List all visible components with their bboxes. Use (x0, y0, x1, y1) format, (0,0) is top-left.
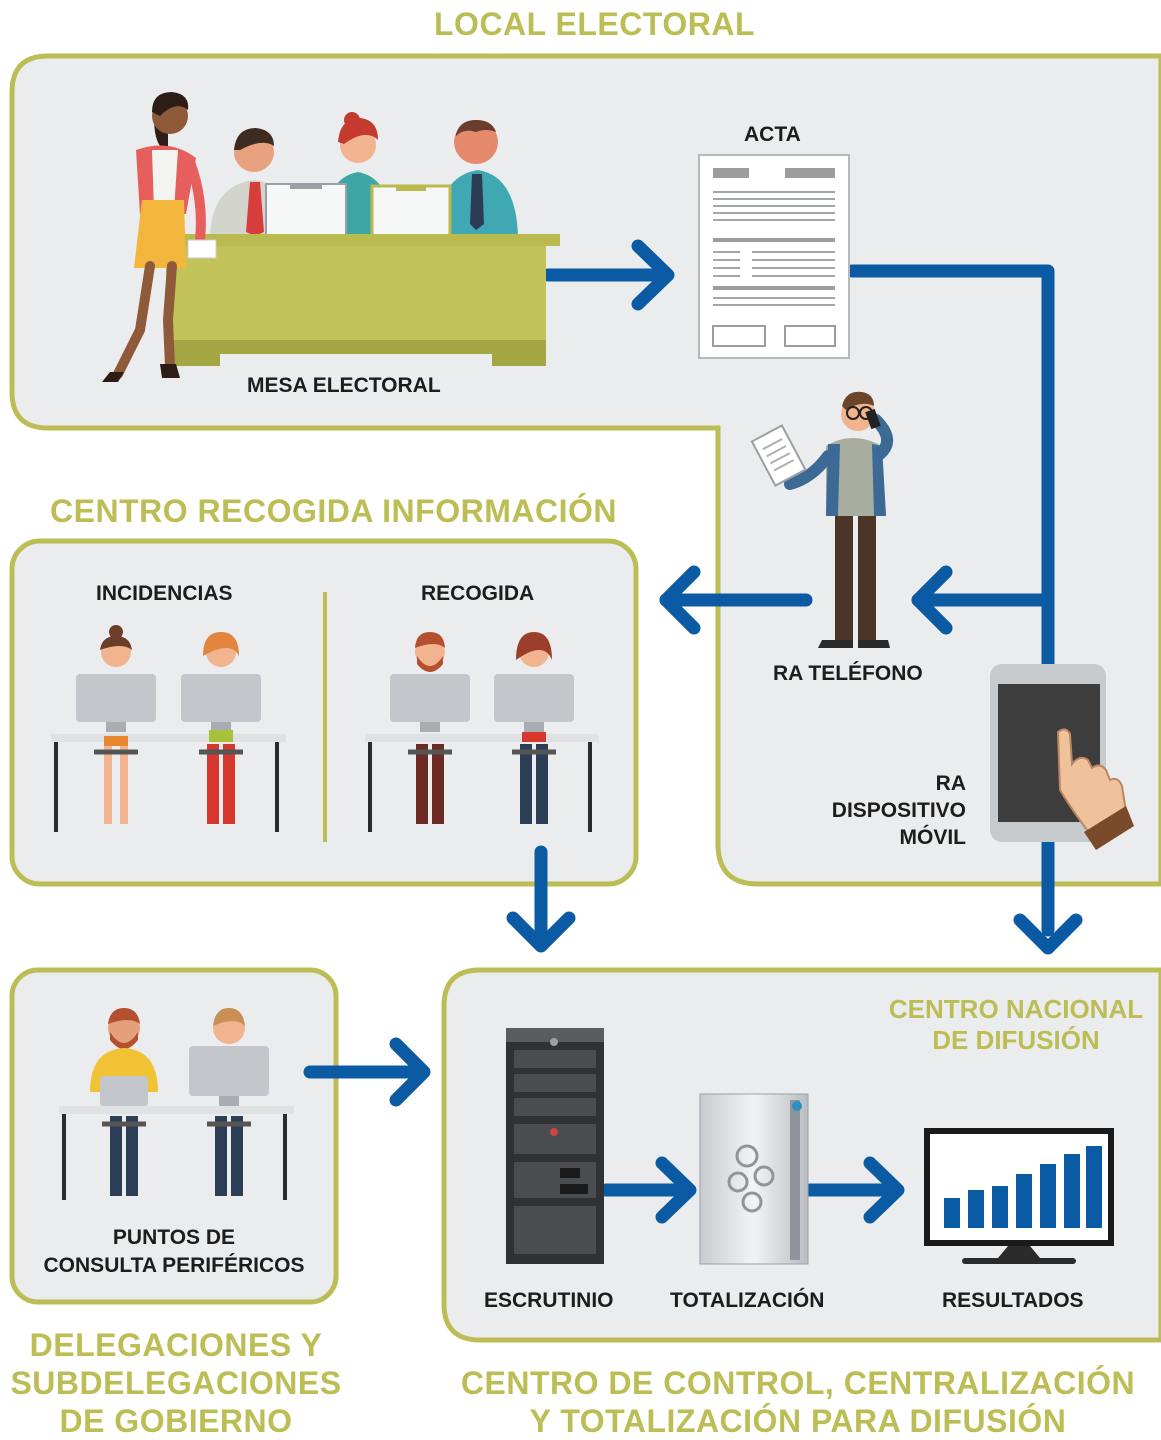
title-centro-nacional-line-1: CENTRO NACIONAL (888, 994, 1144, 1024)
acta-document (698, 154, 850, 359)
arrowhead-totalizacion (655, 1156, 697, 1224)
worker-recogida-2 (469, 632, 599, 832)
label-incidencias: INCIDENCIAS (96, 582, 233, 605)
mesa-electoral-illustration (102, 92, 560, 382)
label-escrutinio: ESCRUTINIO (484, 1289, 614, 1312)
server-rack (506, 1028, 604, 1264)
label-puntos-consulta: PUNTOS DE CONSULTA PERIFÉRICOS (22, 1224, 326, 1280)
label-puntos-consulta-line-1: PUNTOS DE (112, 1226, 236, 1249)
title-centro-recogida: CENTRO RECOGIDA INFORMACIÓN (50, 493, 617, 529)
label-recogida: RECOGIDA (421, 582, 535, 605)
title-delegaciones-line-2: SUBDELEGACIONES (10, 1365, 342, 1401)
label-totalizacion: TOTALIZACIÓN (670, 1289, 825, 1312)
title-centro-control-line-2: Y TOTALIZACIÓN PARA DIFUSIÓN (529, 1403, 1067, 1439)
label-ra-dispositivo-line-2: DISPOSITIVO (831, 799, 966, 822)
arrowhead-delegaciones (389, 1037, 431, 1107)
label-puntos-consulta-line-2: CONSULTA PERIFÉRICOS (43, 1254, 305, 1277)
worker-incidencias-1 (51, 625, 181, 832)
desk-front (166, 246, 546, 354)
arrowhead-control (506, 911, 576, 953)
title-delegaciones-line-1: DELEGACIONES Y (29, 1327, 323, 1363)
arrowhead-resultados (863, 1156, 905, 1224)
standing-woman (102, 92, 217, 382)
worker-recogida-1 (365, 632, 495, 832)
ballot-box-1 (265, 183, 347, 237)
worker-incidencias-2 (156, 632, 286, 832)
arrowhead-centro-nacional (1013, 913, 1083, 955)
ballot-box-2 (370, 184, 452, 238)
totalizacion-cabinet (699, 1093, 809, 1265)
label-mesa-electoral: MESA ELECTORAL (247, 374, 441, 397)
label-ra-dispositivo: RA DISPOSITIVO MÓVIL (780, 770, 966, 851)
arrowhead-telefono (911, 565, 953, 635)
tablet-device (990, 664, 1134, 850)
title-centro-control: CENTRO DE CONTROL, CENTRALIZACIÓN Y TOTA… (448, 1364, 1148, 1440)
flow-arrows (303, 239, 1083, 1224)
arrowhead-recogida (659, 565, 701, 635)
label-ra-telefono: RA TELÉFONO (773, 662, 923, 685)
label-resultados: RESULTADOS (942, 1289, 1084, 1312)
label-ra-dispositivo-line-3: MÓVIL (899, 826, 967, 849)
title-centro-nacional: CENTRO NACIONAL DE DIFUSIÓN (876, 994, 1156, 1056)
label-ra-dispositivo-line-1: RA (935, 772, 966, 795)
title-delegaciones-line-3: DE GOBIERNO (59, 1403, 293, 1439)
ra-telefono-man (750, 391, 893, 648)
title-centro-nacional-line-2: DE DIFUSIÓN (932, 1025, 1100, 1055)
worker-delegaciones-2 (164, 1008, 294, 1200)
resultados-monitor (924, 1128, 1114, 1264)
official-3 (436, 120, 518, 236)
worker-delegaciones-1 (59, 1008, 189, 1200)
title-local-electoral: LOCAL ELECTORAL (434, 6, 755, 42)
label-acta: ACTA (744, 123, 801, 146)
title-delegaciones: DELEGACIONES Y SUBDELEGACIONES DE GOBIER… (6, 1326, 346, 1440)
arrowhead-acta (631, 239, 675, 311)
desk-top (160, 234, 560, 246)
title-centro-control-line-1: CENTRO DE CONTROL, CENTRALIZACIÓN (460, 1365, 1136, 1401)
